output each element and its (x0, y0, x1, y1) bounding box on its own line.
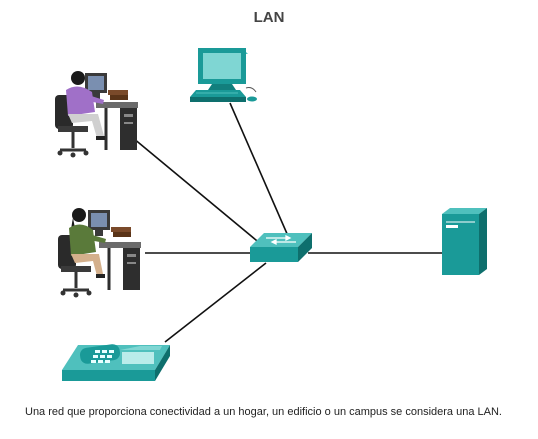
desktop-computer-icon (190, 48, 257, 102)
connection-links (132, 102, 442, 343)
link-workstation1-switch (132, 137, 263, 246)
person-at-desk-icon (55, 71, 138, 158)
link-phone-switch (164, 262, 267, 343)
lan-diagram (55, 48, 487, 381)
caption-text: Una red que proporciona conectividad a u… (25, 406, 502, 418)
ip-phone-icon (62, 344, 170, 381)
switch-icon (250, 233, 312, 262)
person-at-desk-icon (58, 208, 141, 298)
server-icon (442, 208, 487, 275)
link-pc-switch (229, 102, 289, 237)
diagram-title: LAN (253, 9, 285, 26)
